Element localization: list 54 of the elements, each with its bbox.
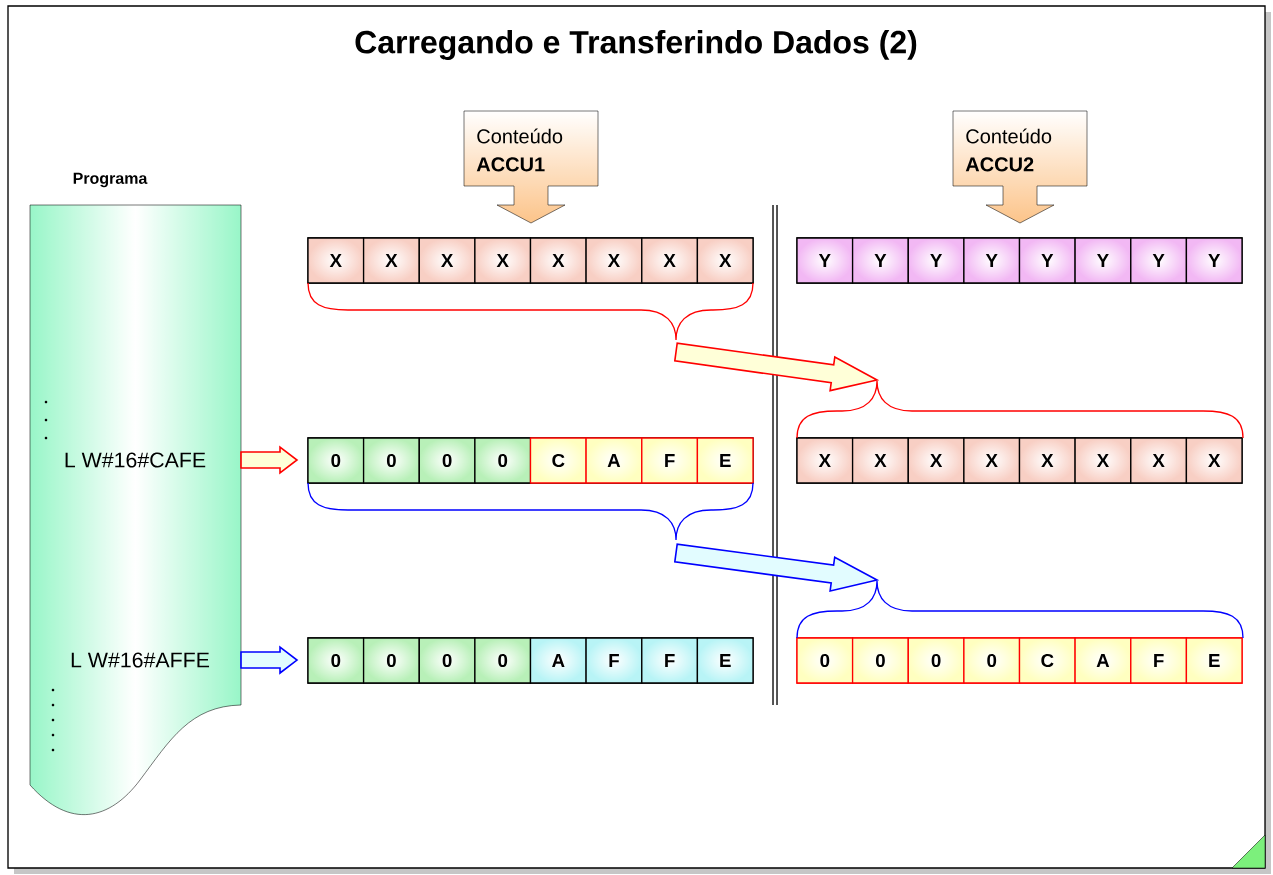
block-arrow: [240, 445, 299, 475]
register-cell: Y: [907, 237, 965, 284]
register-cell: X: [641, 237, 699, 284]
register-cell: Y: [1130, 237, 1188, 284]
register-cell: 0: [362, 437, 420, 484]
title: Carregando e Transferindo Dados (2): [355, 30, 917, 60]
register-cell: A: [585, 437, 643, 484]
register-cell: Y: [1018, 237, 1076, 284]
register-cell: X: [1130, 437, 1188, 484]
register-cell: X: [418, 237, 476, 284]
node-label: Programa: [73, 172, 148, 188]
register-cell: 0: [796, 637, 854, 684]
code-line: L W#16#AFFE: [71, 652, 210, 668]
register-cell: Y: [851, 237, 909, 284]
register-cell: X: [796, 437, 854, 484]
register-cell: X: [851, 437, 909, 484]
register-cell: 0: [307, 437, 365, 484]
register-cell: A: [529, 637, 587, 684]
register-cell: Y: [963, 237, 1021, 284]
register-cell: X: [1074, 437, 1132, 484]
register-cell: Y: [1074, 237, 1132, 284]
register-cell: X: [529, 237, 587, 284]
register-cell: 0: [362, 637, 420, 684]
register-cell: C: [1018, 637, 1076, 684]
register-cell: X: [696, 237, 754, 284]
register-cell: 0: [418, 437, 476, 484]
code-line: L W#16#CAFE: [65, 452, 206, 468]
register-cell: X: [307, 237, 365, 284]
register-cell: X: [1018, 437, 1076, 484]
register-cell: X: [1185, 437, 1243, 484]
register-cell: E: [1185, 637, 1243, 684]
register-cell: E: [696, 637, 754, 684]
register-cell: 0: [907, 637, 965, 684]
register-cell: X: [362, 237, 420, 284]
register-cell: Y: [1185, 237, 1243, 284]
register-cell: F: [1130, 637, 1188, 684]
register-cell: F: [585, 637, 643, 684]
register-cell: F: [641, 437, 699, 484]
register-cell: Y: [796, 237, 854, 284]
register-cell: C: [529, 437, 587, 484]
register-cell: 0: [307, 637, 365, 684]
register-cell: A: [1074, 637, 1132, 684]
register-cell: X: [585, 237, 643, 284]
register-cell: 0: [474, 637, 532, 684]
block-arrow: [240, 645, 299, 675]
register-cell: 0: [963, 637, 1021, 684]
register-cell: X: [907, 437, 965, 484]
register-cell: E: [696, 437, 754, 484]
register-cell: 0: [418, 637, 476, 684]
register-cell: X: [474, 237, 532, 284]
register-cell: 0: [851, 637, 909, 684]
register-cell: 0: [474, 437, 532, 484]
register-cell: F: [641, 637, 699, 684]
register-cell: X: [963, 437, 1021, 484]
